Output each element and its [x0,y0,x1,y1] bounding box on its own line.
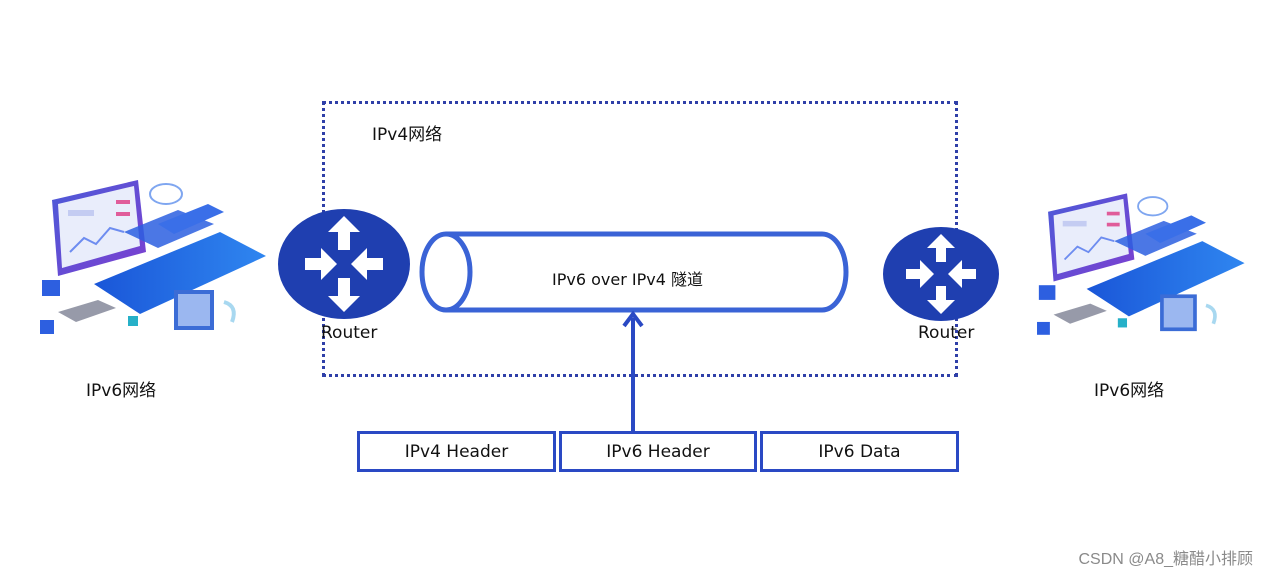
watermark-text: CSDN @A8_糖醋小排顾 [1078,551,1254,568]
right-host-illustration-icon [1037,193,1245,335]
left-router-label: Router [321,323,378,343]
left-host-illustration-icon [40,180,266,334]
packet-field-ipv6-header: IPv6 Header [559,431,757,472]
tunnel-label: IPv6 over IPv4 隧道 [552,270,703,289]
right-router-label: Router [918,323,975,343]
encapsulation-arrow-icon [622,310,644,432]
ipv6-network-left-label: IPv6网络 [86,381,157,401]
ipv6-network-right-label: IPv6网络 [1094,381,1165,401]
packet-field-ipv4-header: IPv4 Header [357,431,556,472]
left-router-icon [278,209,410,319]
ipv4-network-label: IPv4网络 [372,125,443,145]
tunnel-cylinder-icon [419,231,849,313]
packet-field-ipv6-data: IPv6 Data [760,431,959,472]
right-router-icon [883,227,999,321]
